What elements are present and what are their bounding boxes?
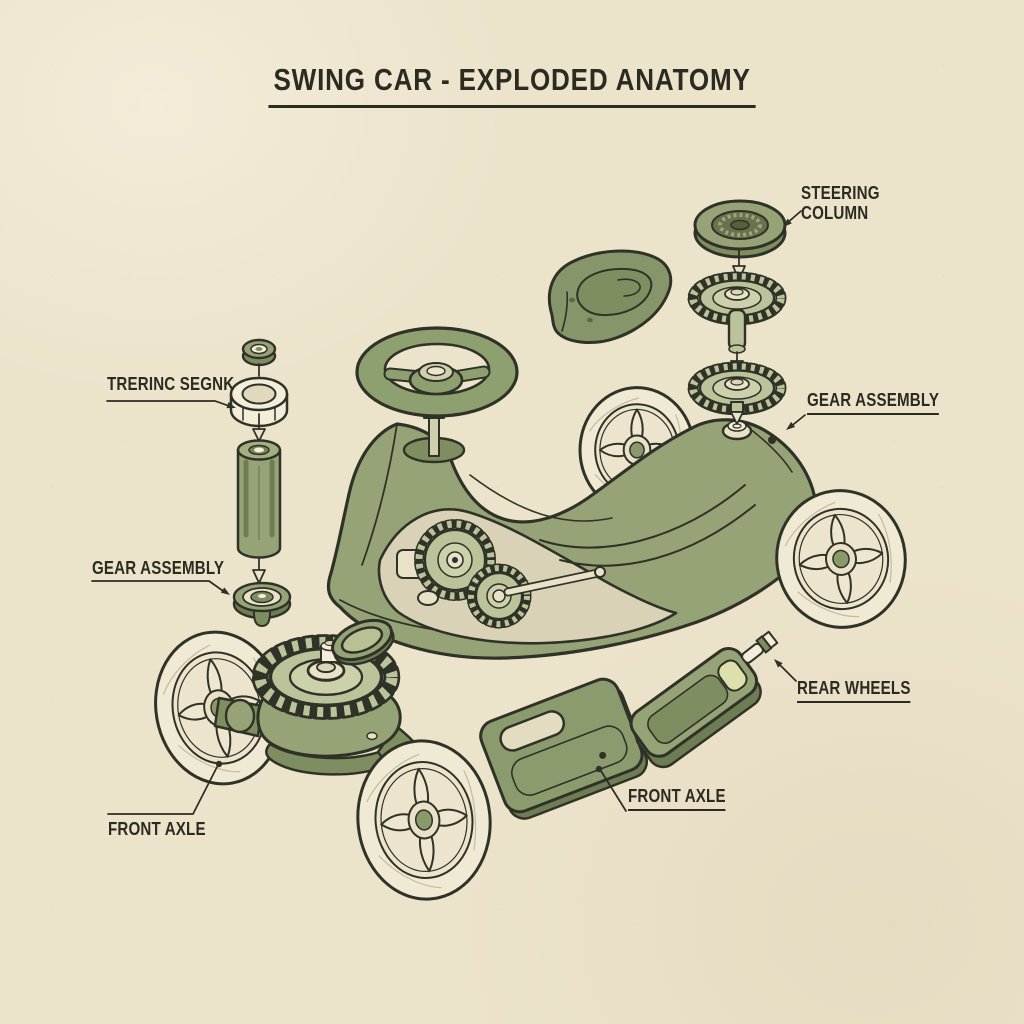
assembly-arrow-icon bbox=[252, 569, 266, 584]
label-rear-wheels: REAR WHEELS bbox=[797, 678, 911, 704]
bolt bbox=[741, 630, 779, 664]
bezel-ring bbox=[331, 618, 395, 666]
foot-plate bbox=[479, 677, 649, 820]
label-steering-stick: TRERINC SEGNK bbox=[107, 374, 235, 394]
cutaway-gear-train bbox=[414, 519, 606, 629]
assembly-arrow-icon bbox=[252, 428, 266, 442]
steering-wheel bbox=[355, 326, 519, 464]
label-steering-column: STEERING COLUMN bbox=[801, 183, 880, 224]
label-gear-assembly-right: GEAR ASSEMBLY bbox=[807, 390, 940, 416]
steering-stick-parts bbox=[229, 338, 292, 627]
car-body bbox=[326, 418, 818, 660]
assembly-arrow-icon bbox=[730, 411, 744, 425]
leader-lines bbox=[91, 210, 806, 815]
steering-column-stack bbox=[692, 199, 787, 425]
page-title: SWING CAR - EXPLODED ANATOMY bbox=[268, 62, 756, 108]
title-bar: SWING CAR - EXPLODED ANATOMY bbox=[0, 62, 1024, 108]
front-axle-assembly bbox=[141, 618, 511, 919]
label-gear-assembly-left: GEAR ASSEMBLY bbox=[92, 558, 225, 578]
label-front-axle-wheel: FRONT AXLE bbox=[108, 819, 206, 839]
support-arm bbox=[629, 647, 762, 769]
screw-dot bbox=[768, 436, 776, 444]
label-front-axle-plate: FRONT AXLE bbox=[628, 786, 726, 812]
seat-handle bbox=[547, 249, 673, 344]
